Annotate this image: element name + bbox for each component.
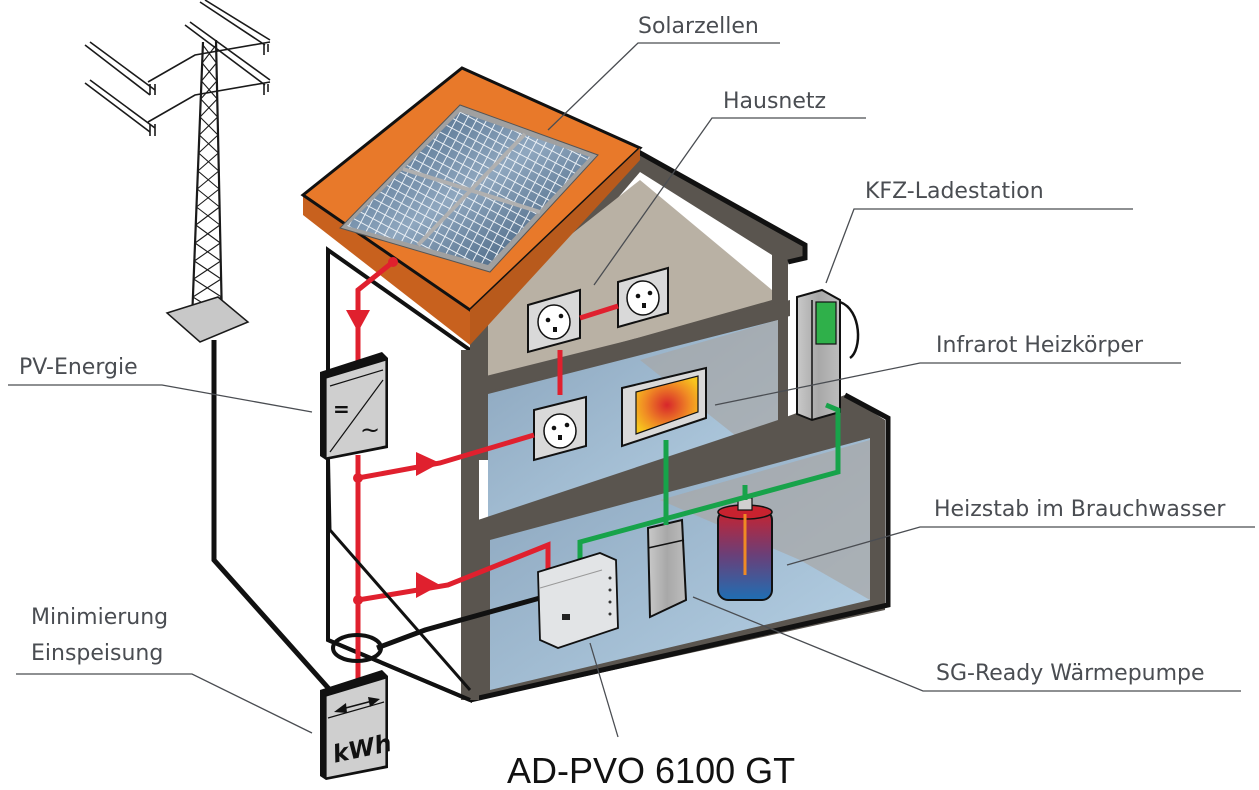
pylon-strut [192,278,222,298]
pylon-strut [201,62,217,82]
label-kfz-ladestation: KFZ-Ladestation [865,179,1044,204]
label-sg-ready: SG-Ready Wärmepumpe [936,661,1205,686]
infrared-heater [621,366,707,448]
control-lines [577,402,841,570]
pylon-strut [197,152,219,172]
dc-symbol: = [333,397,350,421]
inverter-icon: = ~ [320,352,388,460]
pylon-strut [200,80,218,100]
callouts: Solarzellen Hausnetz KFZ-Ladestation PV-… [8,14,1255,790]
socket-icon [527,288,581,354]
floor-slab-1 [478,300,790,394]
label-infrarot-heizkoerper: Infrarot Heizkörper [936,333,1144,358]
current-transformer-icon [331,633,383,663]
grid-cable [211,340,332,692]
ev-charger [796,288,860,422]
water-tank [717,497,773,601]
roof-edge [470,148,640,345]
label-hausnetz: Hausnetz [723,89,826,114]
power-pylon-icon [84,0,271,321]
pylon-strut [199,98,218,118]
ac-symbol: ~ [360,416,380,444]
flow-arrow-icon [416,452,440,476]
flow-arrow-icon [416,572,440,598]
pylon-strut [193,260,222,280]
label-solarzellen: Solarzellen [638,14,759,39]
pylon-strut [196,170,220,190]
heat-pump [646,518,688,619]
flow-arrow-icon [346,310,370,332]
solar-panel [339,104,599,273]
label-pv-energie: PV-Energie [19,355,138,380]
pylon-strut [198,116,219,136]
label-minimierung-line1: Minimierung [31,605,168,630]
pylon-strut [201,44,217,64]
label-minimierung-line2: Einspeisung [31,641,163,666]
pylon-strut [198,134,219,154]
sensor-cable [376,595,541,651]
socket-icon [533,395,587,462]
pylon-strut [194,224,221,244]
pylon-strut [195,206,220,226]
bidirectional-arrow-icon [334,697,380,713]
label-heizstab: Heizstab im Brauchwasser [934,497,1226,522]
controller-device [537,552,619,649]
product-title: AD-PVO 6100 GT [507,750,795,790]
socket-icon [617,266,669,329]
pylon-strut [196,188,220,208]
pylon-strut [194,242,221,262]
pylon-foundation [165,296,250,343]
kwh-meter: kWh [320,670,394,780]
